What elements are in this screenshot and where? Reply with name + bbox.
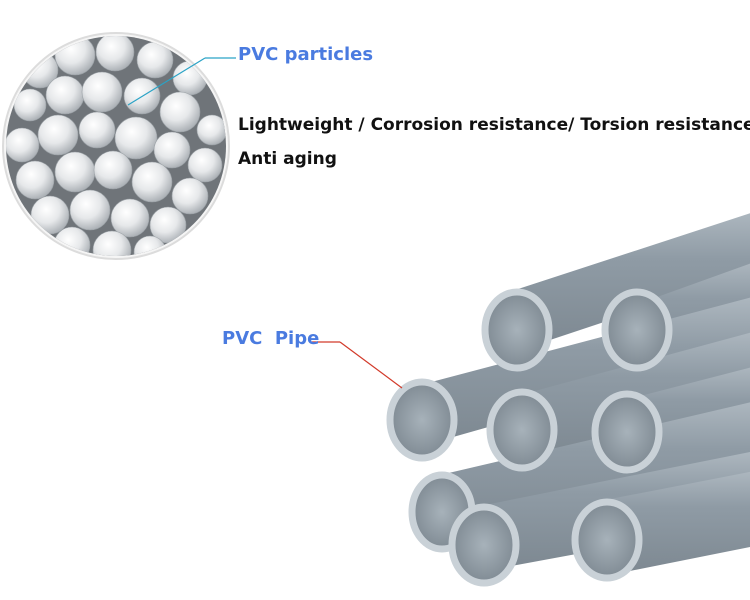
particles-leader-line	[127, 57, 236, 106]
features-line-2: Anti aging	[238, 149, 337, 169]
pvc-pipe-label: PVC Pipe	[222, 328, 320, 349]
pvc-particles-image	[2, 32, 230, 260]
pipe-end	[481, 288, 553, 372]
pipe-end	[591, 390, 663, 474]
pipe-end	[448, 503, 520, 587]
pipe-end	[386, 378, 458, 462]
pipe-end	[601, 288, 673, 372]
pipe-leader-line	[312, 341, 403, 389]
pipe-ends	[386, 288, 673, 587]
features-line-1: Lightweight / Corrosion resistance/ Tors…	[238, 115, 750, 135]
pvc-particles-label: PVC particles	[238, 44, 374, 65]
pipe-end	[571, 498, 643, 582]
pipe-end	[486, 388, 558, 472]
features-text: Lightweight / Corrosion resistance/ Tors…	[238, 108, 750, 176]
